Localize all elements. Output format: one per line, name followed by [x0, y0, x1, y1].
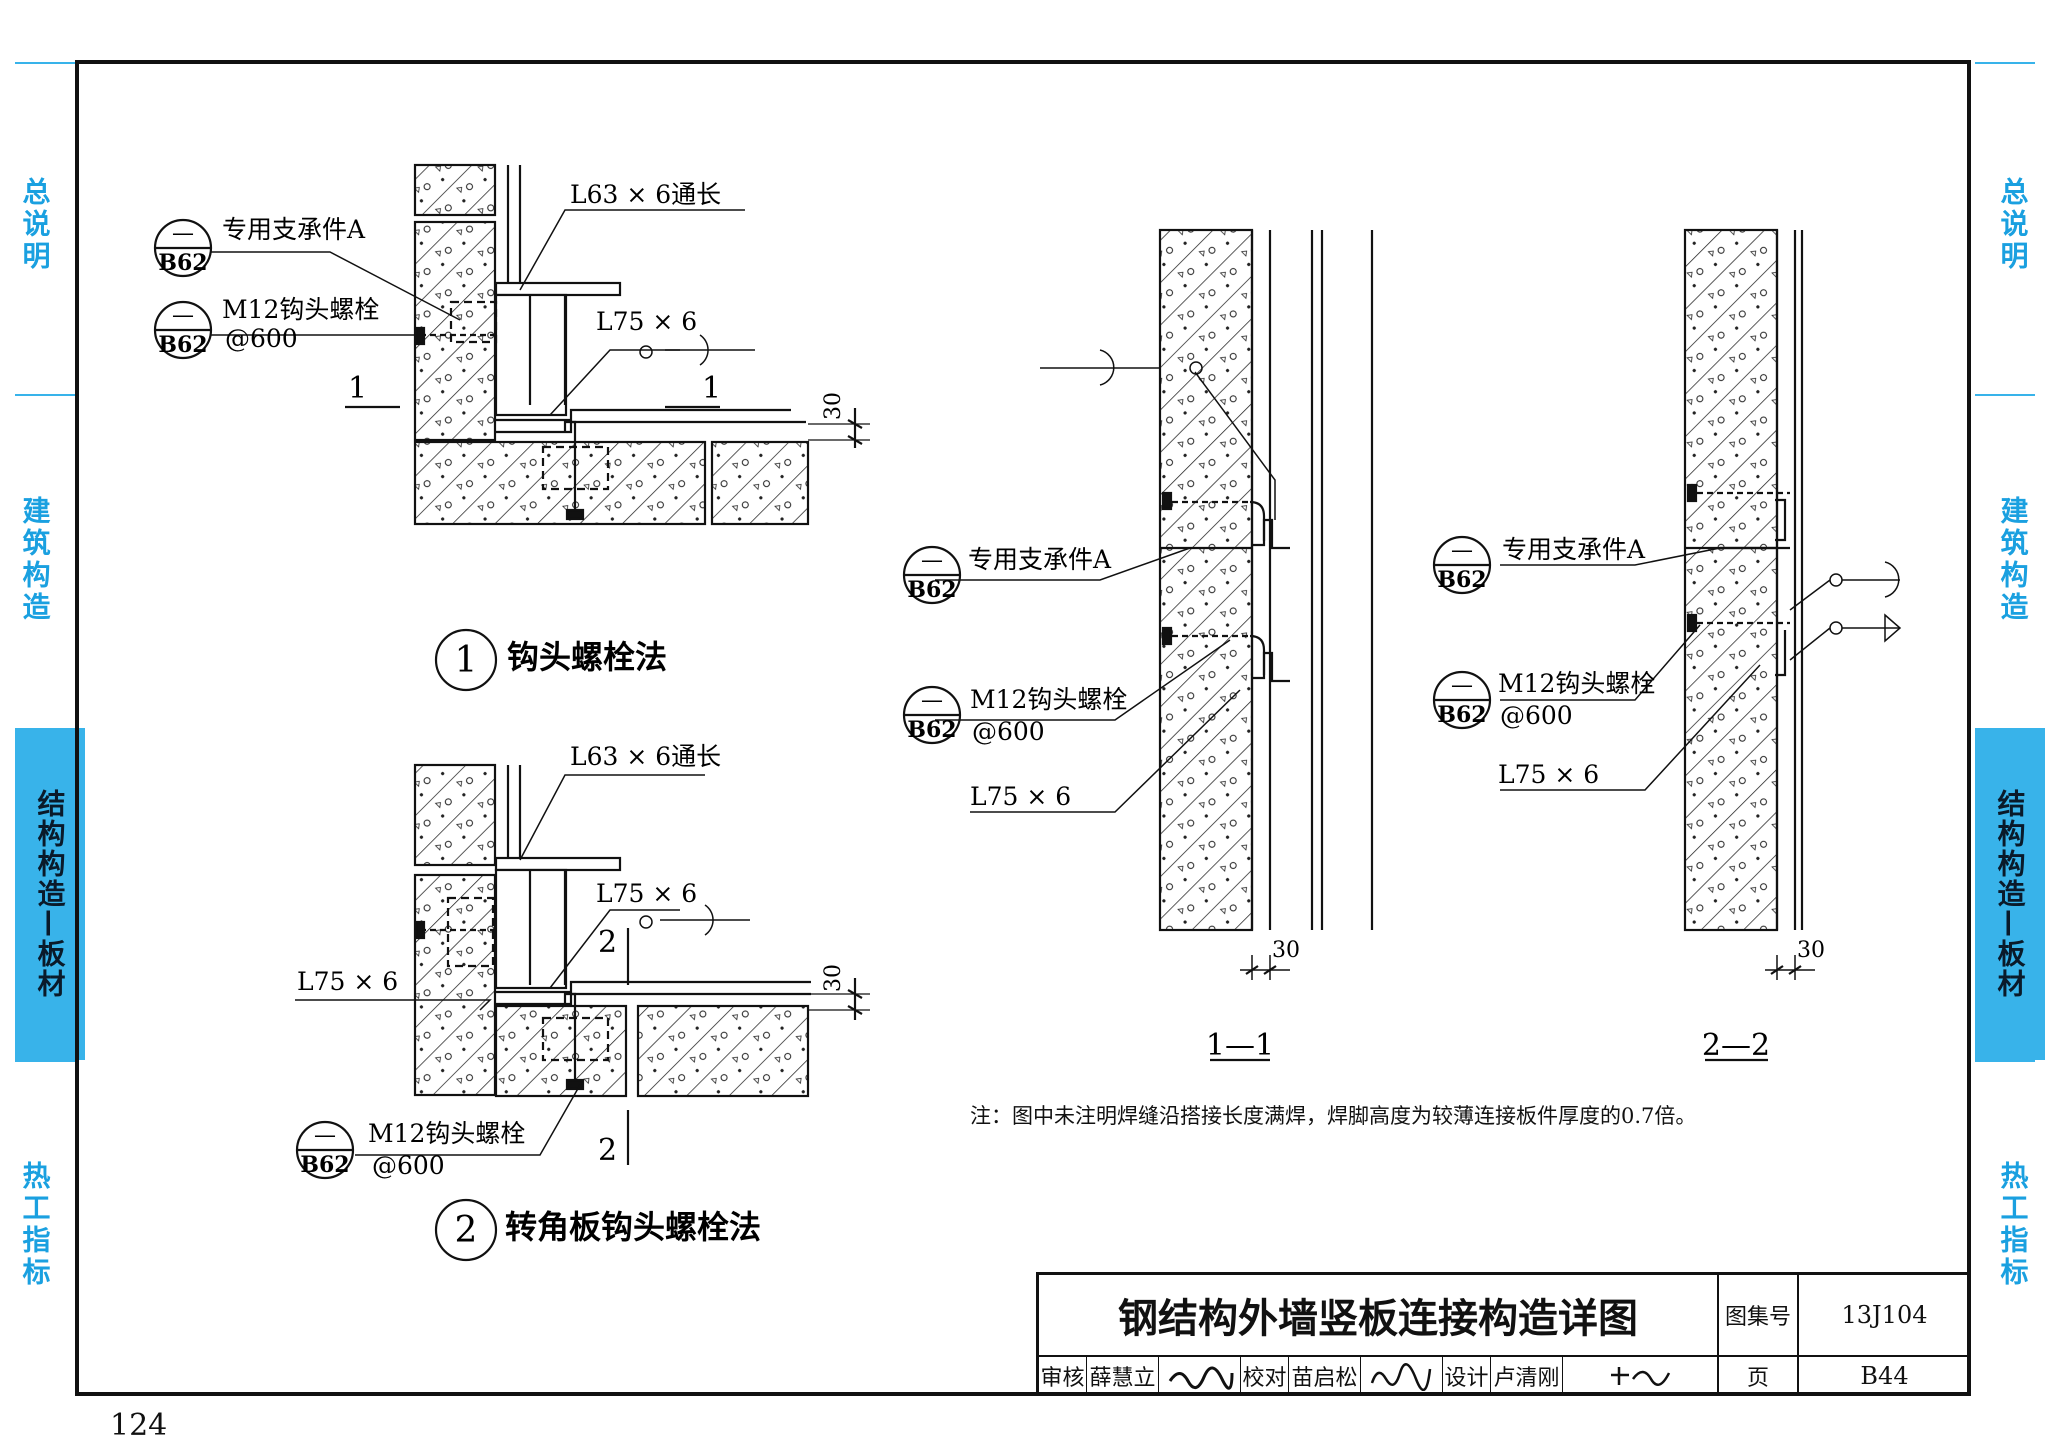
- ref-top: —: [1451, 673, 1473, 698]
- drawing-frame: [75, 60, 1971, 1396]
- ref-bottom: B62: [158, 332, 207, 358]
- page-number: 124: [110, 1408, 168, 1443]
- section-1-1-drawing: [902, 228, 1374, 1062]
- divider: [1975, 394, 2035, 396]
- sec22-spacing-label: @600: [1500, 701, 1573, 730]
- ref-bottom: B62: [1437, 567, 1486, 593]
- detail-title: 转角板钩头螺栓法: [505, 1208, 761, 1246]
- detail-number: 1: [455, 640, 478, 681]
- ref-bottom: B62: [158, 250, 207, 276]
- reviewer-name: 薛慧立: [1087, 1357, 1159, 1395]
- dimension-label: 30: [1272, 938, 1300, 963]
- sec22-bolt-label: M12钩头螺栓: [1498, 669, 1655, 698]
- sec11-angle-label: L75 × 6: [970, 782, 1071, 811]
- section-mark: 1: [348, 371, 367, 406]
- sec22-support-label: 专用支承件A: [1502, 535, 1646, 564]
- detail-number: 2: [455, 1210, 478, 1251]
- divider: [15, 394, 75, 396]
- detail2-bolt-label: M12钩头螺栓: [368, 1119, 525, 1148]
- dimension-label: 30: [1797, 938, 1825, 963]
- tab-thermal-right[interactable]: 热工指标: [1996, 1161, 2030, 1289]
- detail-title: 钩头螺栓法: [507, 638, 667, 676]
- checker-signature: [1361, 1357, 1443, 1395]
- dimension-label: 30: [821, 392, 846, 420]
- section-2-2-drawing: [1432, 228, 1902, 1062]
- tab-general-right[interactable]: 总说明: [1996, 177, 2030, 273]
- ref-top: —: [1451, 538, 1473, 563]
- tab-general[interactable]: 总说明: [18, 177, 52, 273]
- check-label: 校对: [1241, 1357, 1289, 1395]
- detail2-angle-left-label: L75 × 6: [297, 967, 398, 996]
- ref-top: —: [172, 303, 194, 328]
- tab-thermal[interactable]: 热工指标: [18, 1161, 52, 1289]
- ref-top: —: [314, 1123, 336, 1148]
- reviewer-signature: [1159, 1357, 1241, 1395]
- tab-building-right[interactable]: 建筑构造: [1996, 496, 2030, 624]
- divider: [1975, 62, 2035, 64]
- title-block: 钢结构外墙竖板连接构造详图 图集号 13J104 审核 薛慧立 校对 苗启松 设…: [1036, 1272, 1970, 1395]
- detail1-support-label: 专用支承件A: [222, 215, 366, 244]
- section-mark: 2: [598, 925, 617, 960]
- review-label: 审核: [1039, 1357, 1087, 1395]
- ref-top: —: [172, 221, 194, 246]
- drawing-title: 钢结构外墙竖板连接构造详图: [1039, 1275, 1719, 1357]
- divider: [15, 1060, 75, 1062]
- section-title: 1—1: [1206, 1028, 1274, 1063]
- ref-top: —: [921, 548, 943, 573]
- ref-bottom: B62: [907, 717, 956, 743]
- detail1-bolt-label: M12钩头螺栓: [222, 295, 379, 324]
- dimension-label: 30: [821, 964, 846, 992]
- ref-top: —: [921, 688, 943, 713]
- detail-1-drawing: [153, 163, 870, 692]
- designer-name: 卢清刚: [1491, 1357, 1563, 1395]
- tab-building[interactable]: 建筑构造: [18, 496, 52, 624]
- detail1-angle-label: L75 × 6: [596, 307, 697, 336]
- sec22-angle-label: L75 × 6: [1498, 760, 1599, 789]
- atlas-number: 13J104: [1799, 1275, 1970, 1357]
- sec11-spacing-label: @600: [972, 717, 1045, 746]
- detail-2-drawing: [295, 763, 870, 1262]
- section-mark: 1: [702, 371, 721, 406]
- tab-structure[interactable]: 结构构造—板材: [15, 728, 85, 1060]
- detail2-spacing-label: @600: [372, 1151, 445, 1180]
- atlas-label: 图集号: [1719, 1275, 1799, 1357]
- detail1-angle-long-label: L63 × 6通长: [570, 180, 721, 209]
- ref-bottom: B62: [907, 577, 956, 603]
- section-mark: 2: [598, 1133, 617, 1168]
- ref-bottom: B62: [300, 1152, 349, 1178]
- design-label: 设计: [1443, 1357, 1491, 1395]
- divider: [1975, 1060, 2035, 1062]
- ref-bottom: B62: [1437, 702, 1486, 728]
- tab-structure-right[interactable]: 结构构造—板材: [1975, 728, 2045, 1060]
- checker-name: 苗启松: [1289, 1357, 1361, 1395]
- detail2-angle-long-label: L63 × 6通长: [570, 742, 721, 771]
- divider: [15, 62, 75, 64]
- page-code: B44: [1860, 1362, 1909, 1390]
- page-label: 页: [1719, 1357, 1799, 1395]
- section-title: 2—2: [1702, 1028, 1770, 1063]
- detail1-spacing-label: @600: [225, 324, 298, 353]
- sec11-support-label: 专用支承件A: [968, 545, 1112, 574]
- designer-signature: [1563, 1357, 1719, 1395]
- drawing-note: 注：图中未注明焊缝沿搭接长度满焊，焊脚高度为较薄连接板件厚度的0.7倍。: [970, 1104, 1697, 1128]
- sec11-bolt-label: M12钩头螺栓: [970, 685, 1127, 714]
- detail2-angle-label: L75 × 6: [596, 879, 697, 908]
